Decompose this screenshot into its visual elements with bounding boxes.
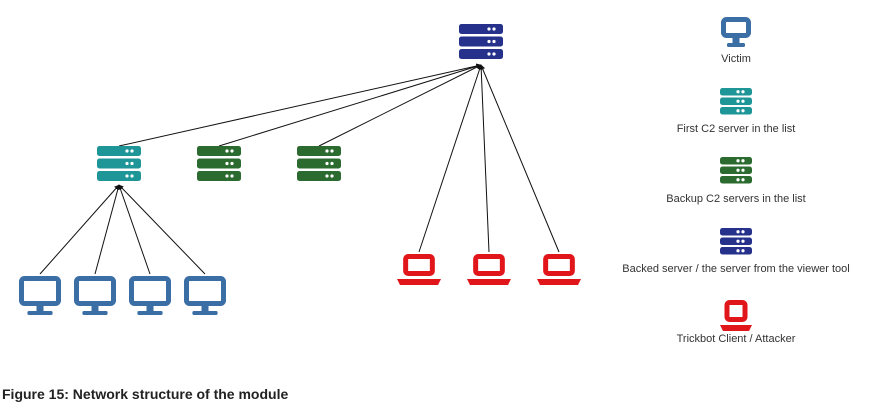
legend-label-attacker: Trickbot Client / Attacker bbox=[676, 333, 796, 345]
legend-label-backup-c2: Backup C2 servers in the list bbox=[666, 193, 806, 205]
victim-monitor-icon bbox=[19, 276, 61, 315]
edge-victim-firstc2 bbox=[118, 184, 206, 275]
backend-server-icon bbox=[459, 24, 503, 59]
legend-first-c2-icon bbox=[720, 88, 752, 115]
attacker-laptop-icon bbox=[397, 254, 441, 285]
victim-monitor-icon bbox=[129, 276, 171, 315]
connection-lines bbox=[39, 63, 560, 275]
edge-victim-firstc2 bbox=[94, 184, 121, 275]
backup-c2-server-icon bbox=[197, 146, 241, 181]
attacker-laptop-icon bbox=[537, 254, 581, 285]
victim-monitor-icon bbox=[184, 276, 226, 315]
edge-backup-backend bbox=[318, 64, 482, 147]
backup-c2-server-icon bbox=[297, 146, 341, 181]
first-c2-server-icon bbox=[97, 146, 141, 181]
edge-attacker-backend bbox=[480, 64, 560, 253]
edge-backup-backend bbox=[218, 63, 482, 147]
legend-backup-c2-icon bbox=[720, 157, 752, 184]
edge-victim-firstc2 bbox=[39, 184, 120, 275]
legend-victim-icon bbox=[721, 17, 751, 47]
victim-monitor-icon bbox=[74, 276, 116, 315]
legend-label-first-c2: First C2 server in the list bbox=[676, 123, 796, 135]
legend-label-backend: Backed server / the server from the view… bbox=[622, 263, 850, 275]
attacker-laptop-icon bbox=[467, 254, 511, 285]
edge-firstc2-backend bbox=[118, 63, 482, 147]
diagram-nodes bbox=[19, 17, 752, 331]
legend-backend-icon bbox=[720, 228, 752, 255]
figure-caption: Figure 15: Network structure of the modu… bbox=[2, 386, 289, 402]
legend-label-victim: Victim bbox=[721, 53, 751, 65]
edge-attacker-backend bbox=[478, 64, 490, 253]
legend-attacker-icon bbox=[720, 300, 752, 331]
edge-victim-firstc2 bbox=[118, 184, 151, 275]
edge-attacker-backend bbox=[418, 64, 482, 253]
